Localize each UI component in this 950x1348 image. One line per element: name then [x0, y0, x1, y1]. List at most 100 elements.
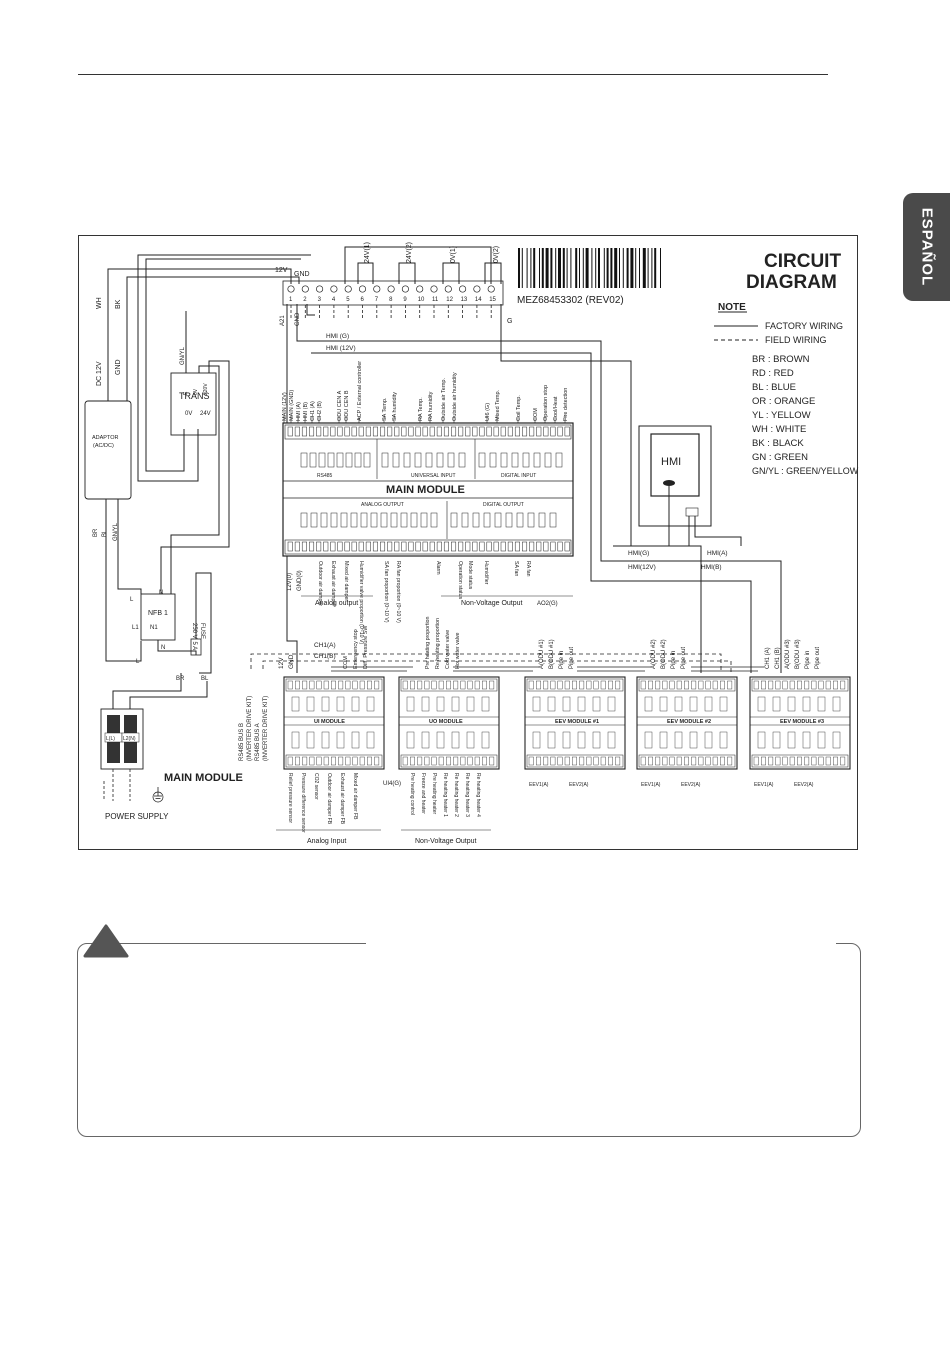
terminal-number: 15	[489, 297, 496, 303]
terminal-screw	[487, 285, 495, 293]
main-top-signal-label: MAIN (12V)	[282, 392, 288, 421]
eev-caption: EEV1(A)	[641, 782, 661, 788]
color-legend-item: GN : GREEN	[752, 452, 808, 463]
ui-caption: Analog Input	[307, 838, 346, 845]
factory-wiring-label: FACTORY WIRING	[765, 321, 843, 331]
main-module	[282, 422, 574, 557]
adaptor	[84, 400, 132, 500]
hmi-b-label: HMI(B)	[701, 564, 722, 571]
warning-box	[77, 943, 861, 1137]
eev-caption: EEV2(A)	[794, 782, 814, 788]
fuse-rating: 250 V, 5 A	[191, 623, 197, 650]
eev3-top-signal-label: CH1 (B)	[775, 647, 781, 669]
color-legend-item: OR : ORANGE	[752, 396, 815, 407]
module-5: EEV MODULE #3	[749, 676, 851, 770]
terminal-number: 2	[303, 297, 307, 303]
terminal-number: 13	[461, 297, 468, 303]
barcode-bar	[606, 248, 609, 288]
color-legend-item: RD : RED	[752, 368, 794, 379]
trans-label: TRANS	[179, 391, 210, 401]
nfb-label: NFB 1	[148, 610, 168, 617]
wire-l-label: L	[136, 659, 140, 665]
wire-gndb-label: GND	[288, 654, 295, 669]
barcode-bar	[539, 248, 540, 288]
barcode-bar	[570, 248, 572, 288]
barcode-bar	[610, 248, 613, 288]
terminal-screw	[330, 285, 338, 293]
main-top-signal-label: Fire detection	[563, 388, 569, 421]
barcode-bar	[518, 248, 520, 288]
barcode-bar	[614, 248, 618, 288]
hmi-a-label: HMI(A)	[707, 550, 728, 557]
eev1-top-signal-label: Pipe out	[569, 647, 575, 669]
main-top-signal-label: SA Temp.	[382, 397, 388, 421]
terminal-screw	[473, 285, 481, 293]
power-n-label: L2(N)	[123, 736, 136, 742]
main-bottom-signal-label: Humidifier valve proportion (0~10 V)	[358, 561, 364, 644]
wire-bl2-label: BL	[201, 676, 209, 682]
barcode-bar	[639, 248, 640, 288]
note-heading: NOTE	[718, 302, 746, 313]
eev1-top-signal-label: A(ODU #1)	[539, 639, 545, 669]
fuse-label: FUSE	[199, 623, 205, 639]
barcode-bar	[603, 248, 605, 288]
bus-b-sub: (INVERTER DRIVE KIT)	[247, 696, 253, 761]
barcode-bar	[530, 248, 532, 288]
color-legend-item: GN/YL : GREEN/YELLOW	[752, 466, 859, 476]
eev-caption: EEV2(A)	[569, 782, 589, 788]
terminal-number: 10	[418, 297, 425, 303]
terminal-screw	[444, 285, 452, 293]
color-legend-item: BL : BLUE	[752, 382, 796, 393]
circuit-diagram: MEZ68453302 (REV02) CIRCUIT DIAGRAM NOTE…	[84, 242, 859, 845]
main-nonvoltage-output-caption: Non-Voltage Output	[461, 600, 523, 607]
terminal-number: 11	[432, 297, 439, 303]
module-4: EEV MODULE #2	[636, 676, 738, 770]
bus-a-sub: (INVERTER DRIVE KIT)	[263, 696, 269, 761]
main-universal-input-label: UNIVERSAL INPUT	[411, 473, 456, 479]
uo-bottom-signal-label: Re heating heater 3	[464, 773, 470, 817]
barcode-bar	[582, 248, 584, 288]
main-top-signal-label: COM	[533, 408, 539, 421]
terminal-number: 6	[361, 297, 365, 303]
trans-in-220v: 220V	[203, 383, 209, 395]
barcode-bar	[630, 248, 634, 288]
trans-in-e: E	[183, 391, 189, 395]
main-rs485-label: RS485	[317, 473, 333, 479]
trans-out-0v: 0V	[185, 411, 192, 417]
color-legend-item: YL : YELLOW	[752, 410, 811, 421]
eev2-top-signal-label: A(ODU #2)	[651, 639, 657, 669]
main-bottom-signal-label: Humidifier	[483, 561, 489, 585]
wire-12v0-label: 12V(0)	[287, 573, 293, 591]
power-supply-label: POWER SUPPLY	[105, 812, 169, 821]
uo-bottom-signal-label: Re heating heater 2	[453, 773, 459, 817]
bus-a-label: RS485 BUS A	[255, 723, 261, 761]
circuit-diagram-frame: MEZ68453302 (REV02) CIRCUIT DIAGRAM NOTE…	[78, 235, 859, 850]
transformer	[170, 372, 217, 436]
module-title: UI MODULE	[314, 719, 345, 725]
barcode-bar	[595, 248, 597, 288]
field-wiring-label: FIELD WIRING	[765, 335, 827, 345]
wire-hmi-12v-label: HMI (12V)	[326, 345, 356, 352]
uo-top-signal-label: Cold water valve	[445, 630, 451, 669]
terminal-number: 12	[446, 297, 453, 303]
hmi-screen	[650, 433, 700, 497]
terminal-number: 9	[403, 297, 407, 303]
wire-bk-label: BK	[115, 299, 122, 309]
barcode-bar	[541, 248, 544, 288]
power-l-label: L(L)	[106, 736, 115, 742]
main-bottom-signal-label: SA fan	[513, 561, 519, 576]
barcode-bar	[619, 248, 620, 288]
adaptor-label: ADAPTOR	[92, 435, 119, 441]
wire-ch1a-label: CH1(A)	[314, 642, 336, 649]
eev3-top-signal-label: B(ODU #3)	[795, 639, 801, 669]
terminal-number: 4	[332, 297, 336, 303]
language-tab[interactable]: ESPAÑOL	[903, 193, 950, 301]
eev2-top-signal-label: Pipe in	[671, 651, 677, 669]
barcode-bar	[591, 248, 593, 288]
main-digital-input-label: DIGITAL INPUT	[501, 473, 536, 479]
main-top-signal-label: MAIN (GND)	[289, 390, 295, 421]
wire-gnd2-label: GND	[295, 312, 301, 326]
wire-ao2-label: AO2(G)	[537, 601, 558, 607]
wire-12vb-label: 12V	[278, 657, 285, 669]
